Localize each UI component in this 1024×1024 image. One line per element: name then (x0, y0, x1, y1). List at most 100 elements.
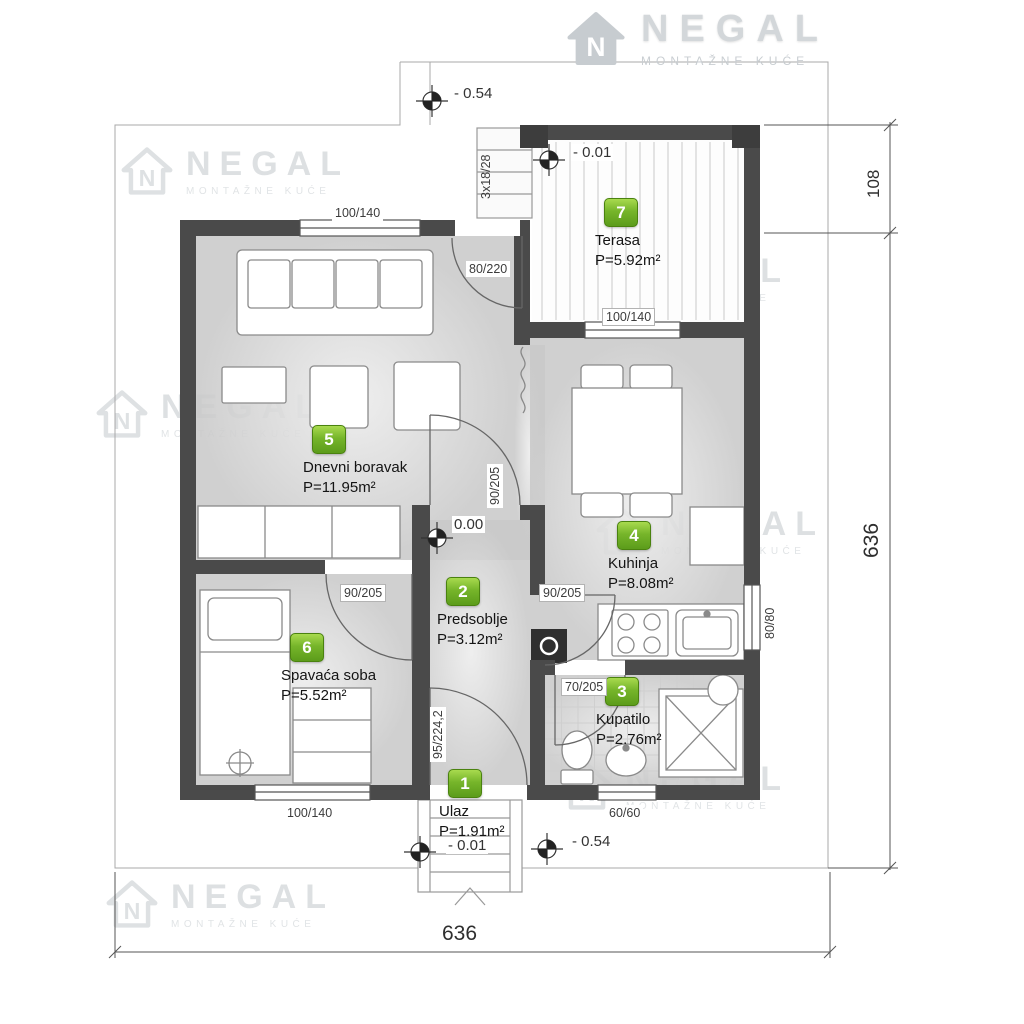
room-number-badge: 1 (448, 769, 482, 798)
wardrobe (292, 687, 372, 784)
room-label-dnevni-boravak: 5 Dnevni boravak P=11.95m² (303, 425, 407, 498)
room-number-badge: 4 (617, 521, 651, 550)
door-size-tag: 90/205 (487, 463, 503, 508)
room-number-badge: 5 (312, 425, 346, 454)
wall-bottom (370, 785, 430, 800)
chair (629, 492, 673, 518)
wall-right (744, 650, 760, 800)
dimension-lines (108, 118, 898, 959)
dimension-right-top: 108 (864, 169, 883, 198)
window-size-tag: 60/60 (606, 805, 644, 821)
bathroom-fixtures (560, 674, 744, 785)
coffee-table (221, 366, 287, 404)
chair (580, 492, 624, 518)
faucet (703, 610, 711, 618)
wall-break-squiggle (520, 346, 526, 414)
room-area: P=8.08m² (608, 575, 674, 592)
sofa-cushion (247, 259, 291, 309)
door-size-tag: 90/205 (539, 584, 586, 602)
armchair (393, 361, 461, 431)
stove (611, 609, 669, 657)
room-number-badge: 7 (604, 198, 638, 227)
negal-watermark: N NEGAL MONTAŽNE KUĆE (105, 878, 335, 930)
dimension-bottom: 636 (442, 922, 478, 945)
room-name: Kuhinja (608, 555, 659, 572)
sofa-cushion (379, 259, 423, 309)
door-size-tag: 80/220 (466, 261, 511, 277)
wall-right (744, 125, 760, 585)
room-label-ulaz: 1 Ulaz P=1.91m² (439, 769, 504, 842)
installation-shaft (531, 629, 567, 663)
room-name: Predsoblje (437, 611, 508, 628)
door-terrace-swing (451, 237, 523, 309)
wall-bottom (656, 785, 760, 800)
svg-text:N: N (139, 165, 156, 191)
windows (254, 219, 761, 801)
terrace-pillar (732, 125, 760, 148)
door-size-tag: 70/205 (561, 678, 608, 696)
svg-text:N: N (586, 31, 605, 61)
wall-hall-bedroom (412, 574, 430, 785)
door-entry-swing (429, 687, 528, 786)
room-label-predsoblje: 2 Predsoblje P=3.12m² (437, 577, 508, 650)
level-annotation: - 0.01 (571, 144, 614, 161)
room-name: Spavaća soba (281, 667, 377, 684)
room-area: P=5.92m² (595, 252, 661, 269)
sideboard (197, 505, 401, 559)
room-name: Ulaz (439, 803, 470, 820)
window-size-tag: 80/80 (762, 604, 778, 642)
wall-hall-pillar (412, 505, 430, 574)
wall-bathroom-top (545, 660, 555, 675)
wall-top (420, 220, 455, 236)
svg-text:N: N (124, 898, 141, 924)
bedroom-furniture (199, 589, 372, 784)
window-size-tag: 100/140 (602, 308, 656, 326)
kitchen-furniture (531, 364, 745, 663)
negal-logo: N NEGAL MONTAŽNE KUĆE (565, 8, 829, 68)
toilet-tank (560, 769, 594, 785)
level-annotation: 0.00 (452, 516, 486, 533)
bathroom-sink (605, 743, 647, 777)
negal-house-icon: N (106, 880, 158, 928)
door-living-swing (429, 414, 521, 506)
svg-text:N: N (114, 408, 131, 434)
wall-terrace-top (520, 125, 760, 140)
burner (643, 613, 661, 631)
wall-hall-kitchen (530, 505, 545, 595)
dining-table (571, 387, 683, 495)
room-label-terasa: 7 Terasa P=5.92m² (595, 198, 660, 271)
negal-house-icon: N (567, 11, 625, 65)
negal-watermark: N NEGAL MONTAŽNE KUĆE (120, 145, 350, 197)
room-number-badge: 6 (290, 633, 324, 662)
window-size-tag: 100/140 (332, 205, 384, 221)
burner (617, 613, 635, 631)
wall-bedroom-divider (196, 560, 325, 574)
room-area: P=2.76m² (596, 731, 662, 748)
wall-left (180, 220, 196, 800)
kitchen-sink (675, 609, 739, 657)
room-area: P=11.95m² (303, 479, 376, 496)
wall-kitchen-top (680, 322, 744, 338)
wall-bottom (180, 785, 255, 800)
room-label-kupatilo: 3 Kupatilo P=2.76m² (596, 677, 661, 750)
room-area: P=5.52m² (281, 687, 347, 704)
wall-bottom (527, 785, 598, 800)
toilet (561, 730, 593, 770)
level-annotation: - 0.54 (452, 85, 495, 102)
terrace-pillar (520, 125, 548, 148)
door-kitchen-swing (544, 594, 616, 666)
room-name: Dnevni boravak (303, 459, 408, 476)
terrace-decking (541, 142, 739, 320)
living-room-furniture (197, 249, 461, 559)
room-label-kuhinja: 4 Kuhinja P=8.08m² (608, 521, 673, 594)
burner (617, 636, 635, 654)
room-name: Kupatilo (596, 711, 651, 728)
wall-kitchen-top (530, 322, 585, 338)
negal-house-icon: N (96, 390, 148, 438)
burner (643, 636, 661, 654)
sofa-cushion (291, 259, 335, 309)
terrace-floor (532, 140, 744, 322)
room-name: Terasa (595, 232, 641, 249)
room-number-badge: 3 (605, 677, 639, 706)
